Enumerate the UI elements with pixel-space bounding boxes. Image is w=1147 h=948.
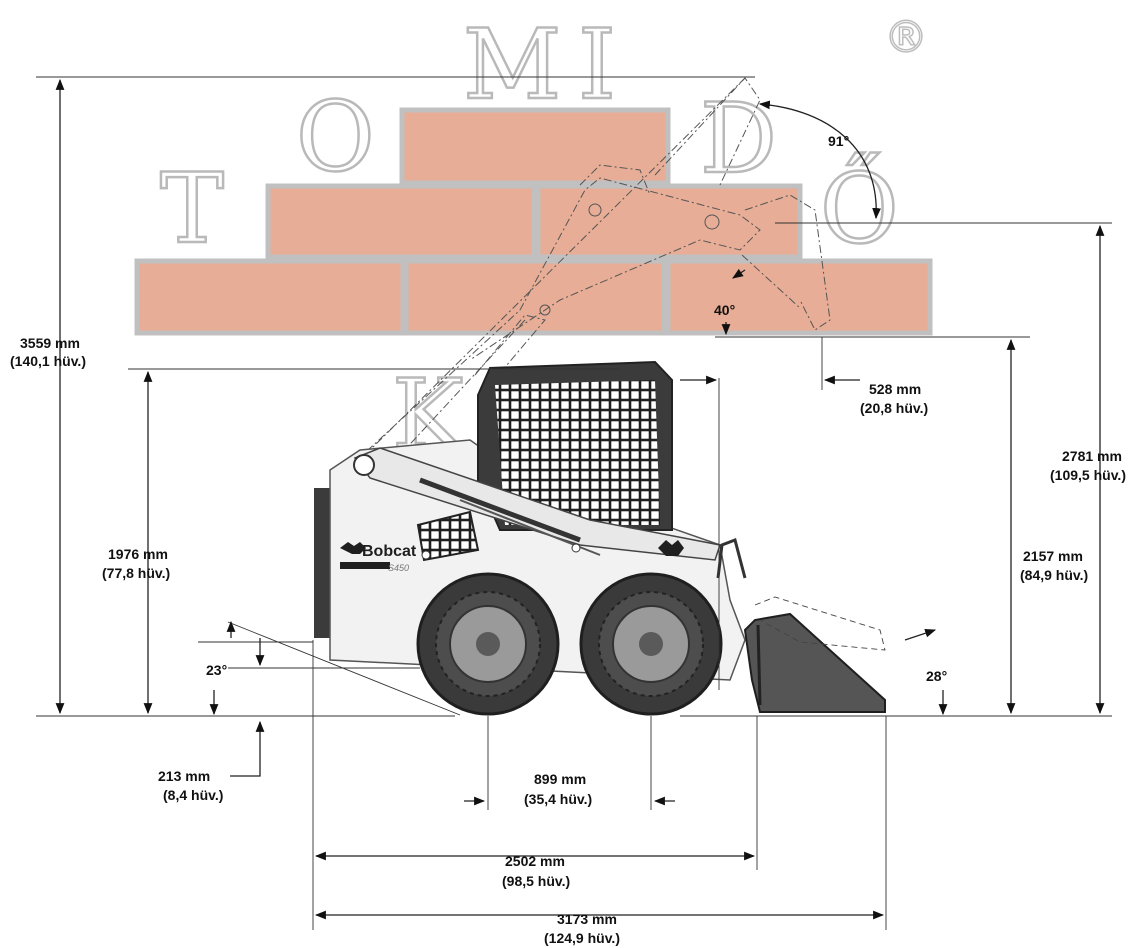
cab-height-mm: 1976 mm [108, 546, 168, 562]
watermark-letter-t: T [160, 153, 224, 265]
dump-height-mm: 2157 mm [1023, 548, 1083, 564]
rollback-angle-label: 28° [926, 668, 947, 684]
cab-guard-grid [495, 380, 660, 525]
hinge-pin-height-mm: 2781 mm [1062, 448, 1122, 464]
dimension-arrows [55, 78, 1105, 920]
cab-height-in: (77,8 hüv.) [102, 565, 170, 581]
rear-counterweight [314, 488, 334, 638]
tilted-bucket-outline [754, 596, 886, 651]
extension-lines [36, 76, 1112, 930]
lift-arm [353, 447, 721, 561]
lift-arm-pivot [353, 454, 375, 476]
length-no-bucket-in: (98,5 hüv.) [502, 873, 570, 889]
wheelbase-in: (35,4 hüv.) [524, 791, 592, 807]
wheelbase-mm: 899 mm [534, 771, 586, 787]
watermark-letter-o: O [296, 81, 375, 193]
model-label: S450 [388, 563, 409, 573]
ground-clearance-in: (8,4 hüv.) [163, 787, 223, 803]
watermark-letter-i: I [578, 9, 616, 121]
bucket [743, 612, 886, 713]
watermark-letter-d: D [700, 83, 777, 195]
front-tire [579, 572, 723, 716]
length-no-bucket-mm: 2502 mm [505, 853, 565, 869]
dump-height-in: (84,9 hüv.) [1020, 567, 1088, 583]
length-with-bucket-mm: 3173 mm [557, 911, 617, 927]
dump-reach-mm: 528 mm [869, 381, 921, 397]
max-rollback-angle-label: 91° [828, 133, 849, 149]
dimension-labels: 3559 mm (140,1 hüv.) 1976 mm (77,8 hüv.)… [10, 133, 1126, 946]
skid-steer-loader: Bobcat S450 [314, 360, 886, 716]
dump-angle-label: 40° [714, 302, 735, 318]
watermark-letter-m: M [463, 9, 561, 121]
bobcat-logo-right [658, 540, 684, 556]
watermark-letter-o-double-acute: Ő [820, 153, 899, 265]
overall-height-mm: 3559 mm [20, 335, 80, 351]
rear-tire [416, 572, 560, 716]
length-with-bucket-in: (124,9 hüv.) [544, 930, 620, 946]
overall-height-in: (140,1 hüv.) [10, 353, 86, 369]
brick-wall [134, 107, 933, 336]
departure-angle-label: 23° [206, 662, 227, 678]
side-window-grid [416, 510, 480, 562]
ground-clearance-mm: 213 mm [158, 768, 210, 784]
registered-mark-icon: ® [884, 12, 928, 63]
hinge-pin-height-in: (109,5 hüv.) [1050, 467, 1126, 483]
bobcat-logo-left: Bobcat S450 [340, 542, 417, 573]
dump-reach-in: (20,8 hüv.) [860, 400, 928, 416]
brand-label: Bobcat [362, 543, 417, 560]
